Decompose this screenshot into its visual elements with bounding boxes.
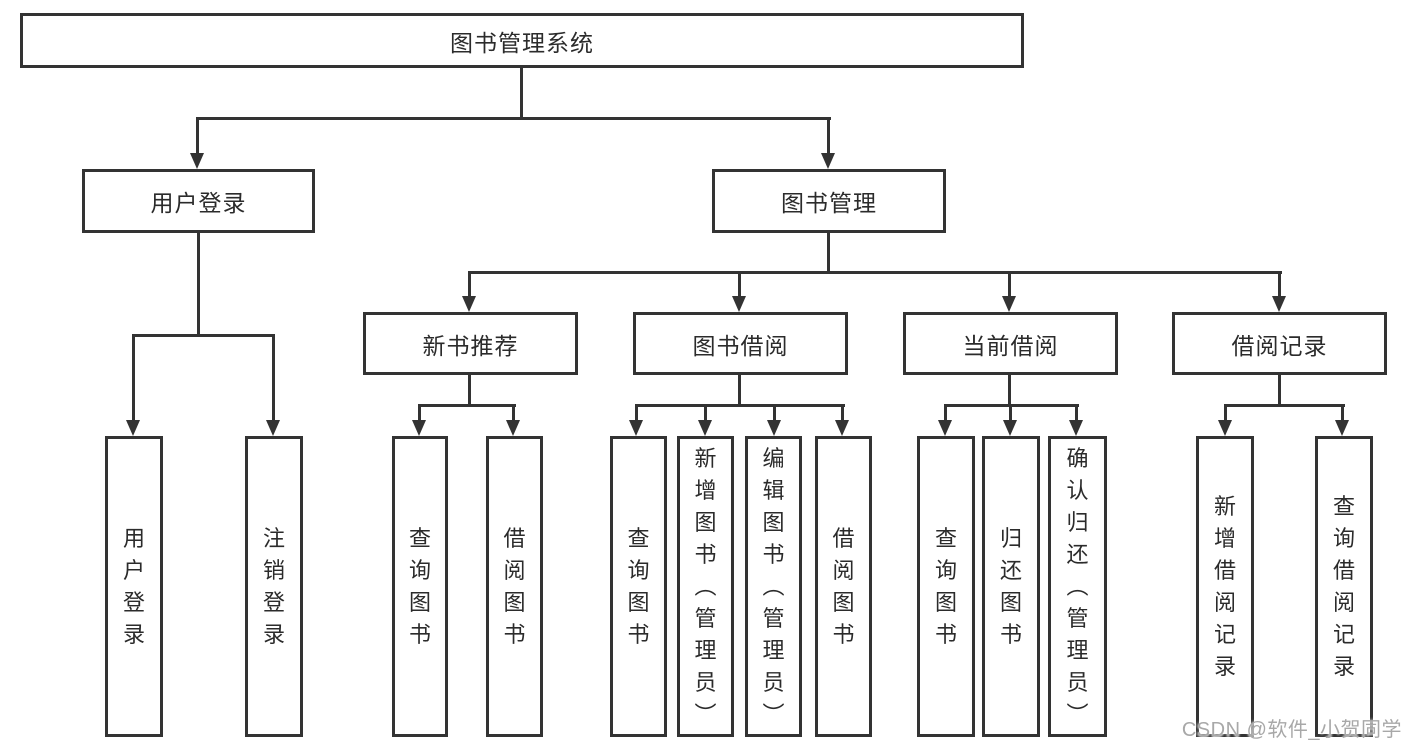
connector-line xyxy=(738,375,741,407)
node-user-login: 用户登录 xyxy=(82,169,315,233)
node-borrow-records: 借阅记录 xyxy=(1172,312,1387,375)
connector-line xyxy=(1278,375,1281,407)
connector-line xyxy=(821,153,835,169)
connector-line xyxy=(773,404,776,422)
node-root: 图书管理系统 xyxy=(20,13,1024,68)
connector-line xyxy=(126,420,140,436)
connector-line xyxy=(944,404,947,422)
connector-line xyxy=(462,296,476,312)
watermark: CSDN @软件_小贺同学 xyxy=(1181,719,1402,741)
connector-line xyxy=(197,233,200,337)
node-current-borrow: 当前借阅 xyxy=(903,312,1118,375)
leaf-logout: 注销登录 xyxy=(245,436,303,737)
connector-line xyxy=(827,233,830,274)
connector-line xyxy=(412,420,426,436)
connector-line xyxy=(1008,375,1011,407)
connector-line xyxy=(1069,420,1083,436)
connector-line xyxy=(635,404,845,407)
leaf-confirm-return-admin: 确认归还︵管理员︶ xyxy=(1048,436,1107,737)
connector-line xyxy=(1075,404,1078,422)
connector-line xyxy=(197,117,831,120)
connector-line xyxy=(1218,420,1232,436)
connector-line xyxy=(835,420,849,436)
leaf-user-login: 用户登录 xyxy=(105,436,163,737)
node-book-borrow: 图书借阅 xyxy=(633,312,848,375)
connector-line xyxy=(506,420,520,436)
connector-line xyxy=(1272,296,1286,312)
connector-line xyxy=(418,404,421,422)
connector-line xyxy=(841,404,844,422)
leaf-add-borrow-record: 新增借阅记录 xyxy=(1196,436,1254,737)
connector-line xyxy=(132,334,275,337)
connector-line xyxy=(938,420,952,436)
node-new-book-recommend: 新书推荐 xyxy=(363,312,578,375)
leaf-return-book: 归还图书 xyxy=(982,436,1040,737)
node-book-management: 图书管理 xyxy=(712,169,946,233)
connector-line xyxy=(468,271,1282,274)
connector-line xyxy=(1335,420,1349,436)
connector-line xyxy=(1224,404,1345,407)
connector-line xyxy=(266,420,280,436)
connector-line xyxy=(767,420,781,436)
connector-line xyxy=(132,334,135,422)
connector-line xyxy=(1278,271,1281,298)
connector-line xyxy=(1003,420,1017,436)
connector-line xyxy=(732,296,746,312)
leaf-borrow-books: 借阅图书 xyxy=(815,436,872,737)
connector-line xyxy=(738,271,741,298)
connector-line xyxy=(520,68,523,120)
leaf-query-books-borrow: 查询图书 xyxy=(610,436,667,737)
connector-line xyxy=(468,271,471,298)
leaf-query-borrow-record: 查询借阅记录 xyxy=(1315,436,1373,737)
connector-line xyxy=(190,153,204,169)
leaf-edit-book-admin: 编辑图书︵管理员︶ xyxy=(745,436,802,737)
connector-line xyxy=(468,375,471,407)
connector-line xyxy=(1224,404,1227,422)
connector-line xyxy=(635,404,638,422)
connector-line xyxy=(196,117,199,155)
leaf-query-books-current: 查询图书 xyxy=(917,436,975,737)
leaf-query-books-recommend: 查询图书 xyxy=(392,436,448,737)
connector-line xyxy=(698,420,712,436)
connector-line xyxy=(512,404,515,422)
leaf-borrow-books-recommend: 借阅图书 xyxy=(486,436,543,737)
connector-line xyxy=(1341,404,1344,422)
connector-line xyxy=(827,117,830,155)
connector-line xyxy=(1002,296,1016,312)
connector-line xyxy=(1008,271,1011,298)
connector-line xyxy=(272,334,275,422)
connector-line xyxy=(704,404,707,422)
connector-line xyxy=(629,420,643,436)
leaf-add-book-admin: 新增图书︵管理员︶ xyxy=(677,436,734,737)
connector-line xyxy=(1009,404,1012,422)
connector-line xyxy=(418,404,516,407)
